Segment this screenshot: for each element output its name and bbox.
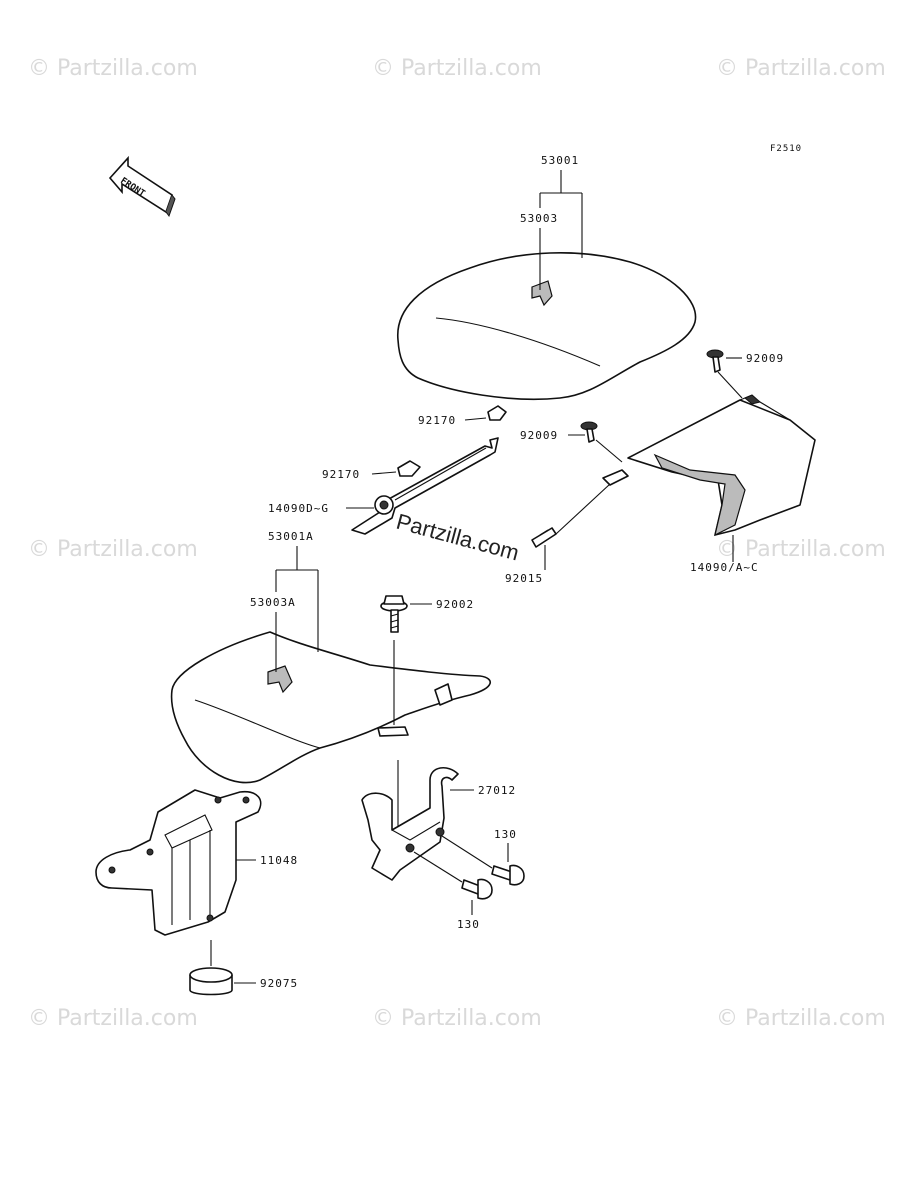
- leader-92015-link: [555, 483, 611, 535]
- label-14090d-g: 14090D~G: [268, 502, 329, 515]
- label-92170-upper: 92170: [418, 414, 456, 427]
- label-130-b: 130: [457, 918, 480, 931]
- bolt-b[interactable]: [461, 878, 493, 900]
- label-53003a: 53003A: [250, 596, 296, 609]
- cover-tail[interactable]: [627, 394, 816, 537]
- leader-92170-lower: [371, 471, 397, 475]
- screw-lower[interactable]: [580, 421, 598, 443]
- watermark-bottom-center: © Partzilla.com: [372, 1006, 542, 1031]
- leader-92009-lower-down: [595, 439, 623, 463]
- bracket-seat[interactable]: [95, 789, 262, 936]
- watermark-bottom-left: © Partzilla.com: [28, 1006, 198, 1031]
- label-92002: 92002: [436, 598, 474, 611]
- label-130-a: 130: [494, 828, 517, 841]
- label-92075: 92075: [260, 977, 298, 990]
- label-11048: 11048: [260, 854, 298, 867]
- leader-130-a-link: [441, 835, 493, 869]
- clip-upper[interactable]: [487, 405, 507, 421]
- watermark-mid-right: © Partzilla.com: [716, 537, 886, 562]
- label-92170-lower: 92170: [322, 468, 360, 481]
- watermark-top-right: © Partzilla.com: [716, 56, 886, 81]
- label-92009-lower: 92009: [520, 429, 558, 442]
- watermark-top-left: © Partzilla.com: [28, 56, 198, 81]
- label-53001: 53001: [541, 154, 579, 167]
- clip-lower[interactable]: [397, 460, 421, 477]
- label-27012: 27012: [478, 784, 516, 797]
- seat-front[interactable]: [170, 631, 491, 784]
- screw-upper[interactable]: [706, 349, 724, 373]
- label-92009-upper: 92009: [746, 352, 784, 365]
- seat-main[interactable]: [397, 252, 697, 401]
- label-14090-a-c: 14090/A~C: [690, 561, 759, 574]
- label-53003: 53003: [520, 212, 558, 225]
- watermark-top-center: © Partzilla.com: [372, 56, 542, 81]
- bolt-a[interactable]: [491, 864, 525, 886]
- bolt-flanged[interactable]: [380, 595, 408, 633]
- leader-92170-upper: [464, 417, 487, 421]
- label-92015: 92015: [505, 572, 543, 585]
- figure-code: F2510: [770, 144, 802, 154]
- damper[interactable]: [189, 967, 233, 996]
- label-53001a: 53001A: [268, 530, 314, 543]
- front-arrow-icon: FRONT: [108, 155, 176, 218]
- bracket-rail[interactable]: [351, 437, 499, 535]
- clamp[interactable]: [531, 469, 629, 548]
- leader-92009-upper-down: [717, 371, 743, 399]
- watermark-mid-left: © Partzilla.com: [28, 537, 198, 562]
- watermark-layer: © Partzilla.com © Partzilla.com © Partzi…: [28, 56, 886, 1031]
- lock-hook[interactable]: [361, 767, 459, 881]
- watermark-center: Partzilla.com: [394, 509, 522, 566]
- watermark-bottom-right: © Partzilla.com: [716, 1006, 886, 1031]
- leader-130-b-link: [413, 851, 463, 883]
